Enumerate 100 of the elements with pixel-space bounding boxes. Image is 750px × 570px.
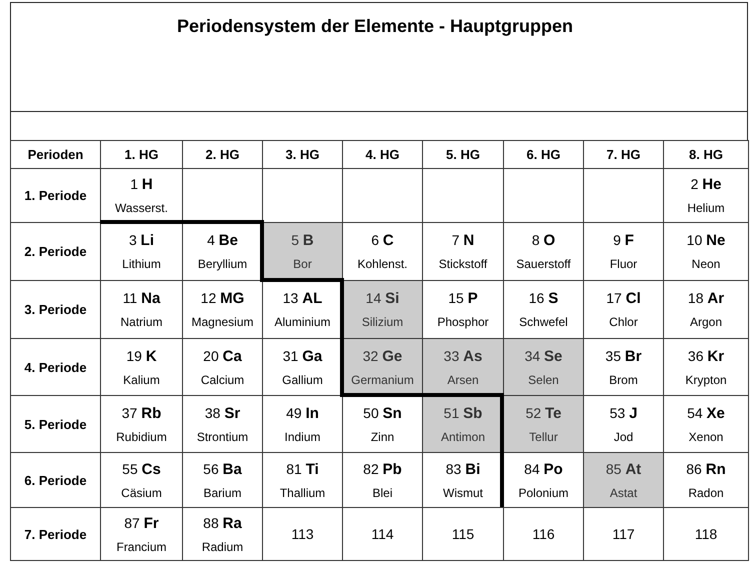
element-symbol: 1 H [130, 175, 153, 195]
element-name: Wasserst. [115, 200, 168, 217]
atomic-number: 117 [612, 526, 635, 542]
element-symbol: 16 S [528, 289, 558, 309]
row-header: 5. Periode [24, 416, 87, 432]
element-symbol: 81 Ti [286, 460, 319, 480]
column-header: 5. HG [446, 147, 480, 162]
column-header: Perioden [28, 147, 84, 162]
column-header: 1. HG [124, 147, 158, 162]
element-symbol: 87 Fr [124, 514, 159, 534]
atomic-number: 113 [291, 526, 314, 542]
element-name: Tellur [529, 428, 558, 446]
column-header: 6. HG [526, 147, 560, 162]
row-header: 3. Periode [24, 302, 87, 317]
element-name: Bor [293, 256, 312, 273]
row-header: 2. Periode [24, 244, 87, 259]
element-name: Schwefel [519, 314, 568, 331]
element-name: Argon [690, 314, 722, 331]
element-symbol: 36 Kr [688, 346, 724, 366]
column-header: 2. HG [206, 147, 240, 162]
element-name: Aluminium [274, 314, 330, 331]
element-symbol: 2 He [690, 175, 722, 195]
element-name: Barium [203, 484, 242, 502]
element-name: Radium [202, 538, 244, 556]
element-name: Silizium [362, 314, 404, 331]
element-name: Brom [609, 372, 638, 388]
element-name: Cäsium [121, 484, 162, 502]
element-symbol: 34 Se [524, 346, 562, 366]
element-name: Radon [688, 484, 724, 502]
element-name: Strontium [196, 428, 248, 446]
element-symbol: 9 F [613, 231, 634, 251]
element-name: Kohlenst. [357, 256, 408, 273]
element-symbol: 18 Ar [688, 289, 724, 309]
element-name: Neon [692, 256, 720, 273]
element-symbol: 32 Ge [362, 346, 402, 366]
element-symbol: 12 MG [200, 289, 244, 309]
element-name: Calcium [200, 372, 244, 388]
element-symbol: 86 Rn [686, 460, 726, 480]
element-symbol: 3 Li [128, 231, 154, 251]
element-symbol: 51 Sb [444, 404, 482, 424]
element-name: Stickstoff [438, 256, 488, 273]
element-symbol: 35 Br [605, 346, 642, 366]
element-symbol: 55 Cs [122, 460, 161, 480]
element-name: Lithium [122, 256, 161, 273]
element-name: Indium [284, 428, 321, 446]
element-name: Wismut [443, 484, 483, 502]
element-name: Astat [610, 484, 638, 502]
element-symbol: 15 P [448, 289, 478, 309]
element-name: Beryllium [198, 256, 248, 273]
element-name: Chlor [609, 314, 638, 331]
column-header: 3. HG [286, 147, 320, 162]
element-symbol: 37 Rb [122, 404, 162, 424]
element-symbol: 4 Be [207, 231, 238, 251]
element-symbol: 31 Ga [282, 346, 322, 366]
atomic-number: 116 [532, 526, 555, 542]
row-header: 6. Periode [24, 472, 87, 488]
element-symbol: 54 Xe [687, 404, 725, 424]
row-header: 1. Periode [24, 188, 87, 203]
element-name: Rubidium [116, 428, 167, 446]
element-name: Polonium [518, 484, 569, 502]
element-symbol: 84 Po [524, 460, 563, 480]
element-symbol: 5 B [291, 231, 314, 251]
element-name: Selen [528, 372, 559, 388]
element-name: Antimon [440, 428, 486, 446]
column-header: 4. HG [366, 147, 400, 162]
atomic-number: 114 [371, 526, 394, 542]
element-name: Helium [687, 200, 725, 217]
element-name: Xenon [688, 428, 724, 446]
column-header: 8. HG [689, 147, 723, 162]
element-symbol: 49 In [286, 404, 319, 424]
element-name: Blei [372, 484, 392, 502]
element-name: Phosphor [437, 314, 489, 331]
element-symbol: 13 AL [282, 289, 322, 309]
element-symbol: 7 N [452, 231, 474, 251]
atomic-number: 118 [694, 526, 718, 542]
element-symbol: 6 C [371, 231, 394, 251]
element-symbol: 83 Bi [446, 460, 480, 480]
element-name: Gallium [282, 372, 323, 388]
atomic-number: 115 [452, 526, 474, 542]
element-symbol: 52 Te [526, 404, 562, 424]
element-name: Natrium [120, 314, 162, 331]
element-symbol: 8 O [532, 231, 556, 251]
element-name: Kalium [123, 372, 160, 388]
element-name: Germanium [351, 372, 414, 388]
element-name: Magnesium [191, 314, 254, 331]
element-name: Francium [116, 538, 166, 556]
element-name: Arsen [447, 372, 479, 388]
element-symbol: 14 Si [366, 289, 400, 309]
element-symbol: 33 As [444, 346, 482, 366]
element-symbol: 20 Ca [203, 346, 242, 366]
element-symbol: 85 At [606, 460, 642, 480]
element-symbol: 82 Pb [363, 460, 402, 480]
row-header: 7. Periode [24, 526, 87, 542]
element-symbol: 50 Sn [363, 404, 402, 424]
element-name: Sauerstoff [516, 256, 571, 273]
element-name: Zinn [370, 428, 394, 446]
column-header: 7. HG [606, 147, 640, 162]
element-name: Jod [614, 428, 634, 446]
element-symbol: 10 Ne [686, 231, 726, 251]
element-symbol: 88 Ra [203, 514, 242, 534]
